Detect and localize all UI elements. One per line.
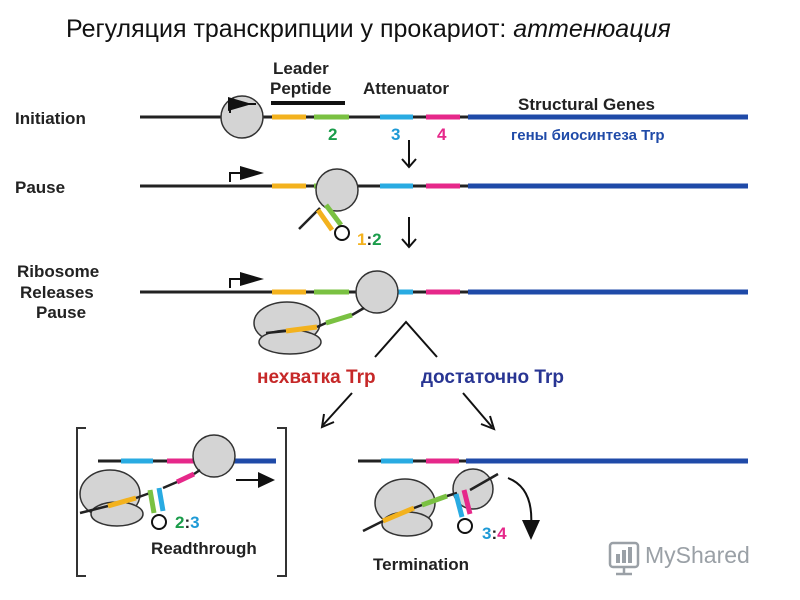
- region-3-number: 3: [391, 125, 400, 144]
- termination-panel: 3:4 Termination: [358, 458, 748, 574]
- hairpin-region-3: [453, 493, 465, 518]
- page-title: Регуляция транскрипции у прокариот: атте…: [66, 15, 671, 43]
- stage-ribosome-1: Ribosome: [17, 262, 99, 281]
- branch-caret: [374, 320, 438, 358]
- readthrough-label: Readthrough: [151, 539, 257, 558]
- mrna: [413, 503, 423, 510]
- title-text: Регуляция транскрипции у прокариот:: [66, 15, 513, 43]
- mrna-region-1: [382, 505, 415, 524]
- stage-initiation: Initiation: [15, 109, 86, 128]
- mrna: [162, 480, 178, 490]
- hairpin-region-2: [147, 489, 157, 514]
- readthrough-panel: 2:3 Readthrough: [76, 427, 287, 577]
- hairpin-loop: [334, 225, 350, 241]
- down-arrow-2: [401, 217, 417, 249]
- mrna-region-2: [325, 312, 353, 326]
- promoter-arrow-icon: [240, 272, 264, 286]
- mrna: [265, 329, 287, 335]
- row-pause: 1:2: [140, 166, 748, 249]
- release-arrow-curve: [507, 477, 533, 528]
- promoter-arrow-icon: [240, 166, 264, 180]
- mrna: [135, 491, 151, 500]
- pairing-3-4: 3:4: [482, 524, 507, 543]
- stage-ribosome-2: Releases: [20, 283, 94, 302]
- region-2-number: 2: [328, 125, 337, 144]
- promoter-arrow-icon: [228, 97, 252, 111]
- mrna: [351, 306, 365, 317]
- mrna-region-2: [421, 493, 448, 508]
- condition-high-trp: достаточно Trp: [421, 367, 564, 388]
- mrna-end: [469, 472, 499, 492]
- rna-polymerase: [315, 168, 359, 212]
- watermark: MyShared: [608, 541, 750, 576]
- mrna: [362, 519, 384, 533]
- pairing-1-2: 1:2: [357, 230, 382, 249]
- structural-genes-ru-label: гены биосинтеза Trp: [511, 127, 665, 144]
- row-initiation: 2 3 4: [140, 95, 748, 144]
- mrna: [316, 321, 327, 329]
- leader-label-1: Leader: [273, 59, 329, 78]
- hairpin-loop: [151, 514, 167, 530]
- mrna-region-1: [107, 495, 137, 509]
- hairpin-region-1: [315, 208, 335, 232]
- mrna: [79, 504, 109, 515]
- termination-label: Termination: [373, 555, 469, 574]
- continue-arrow-icon: [258, 472, 275, 488]
- mrna-region-1: [285, 324, 318, 334]
- watermark-logo-icon: [608, 541, 640, 576]
- title-italic-text: аттенюация: [513, 15, 670, 43]
- bracket-left: [76, 427, 86, 577]
- pairing-2-3: 2:3: [175, 513, 200, 532]
- mrna: [193, 468, 201, 476]
- rna-polymerase: [355, 270, 399, 314]
- hairpin-region-3: [156, 487, 166, 512]
- leader-label-2: Peptide: [270, 79, 331, 98]
- down-arrow-1: [401, 140, 417, 169]
- hairpin-region-4: [461, 489, 473, 515]
- hairpin-region-2: [324, 203, 343, 227]
- structural-genes-label: Structural Genes: [518, 95, 655, 114]
- stage-ribosome-3: Pause: [36, 303, 86, 322]
- condition-low-trp: нехватка Trp: [257, 367, 376, 388]
- release-arrow-icon: [522, 520, 540, 540]
- attenuator-label: Attenuator: [363, 79, 449, 98]
- stage-pause: Pause: [15, 178, 65, 197]
- bracket-right: [277, 427, 287, 577]
- mrna: [446, 491, 458, 498]
- watermark-text: MyShared: [645, 542, 750, 568]
- rna-polymerase: [192, 434, 236, 478]
- row-ribosome-releases: [140, 270, 748, 355]
- arrow-to-readthrough: [320, 392, 353, 429]
- hairpin-loop: [457, 518, 473, 534]
- arrow-to-termination: [462, 392, 496, 431]
- mrna-region-4: [175, 471, 196, 485]
- region-4-number: 4: [437, 125, 447, 144]
